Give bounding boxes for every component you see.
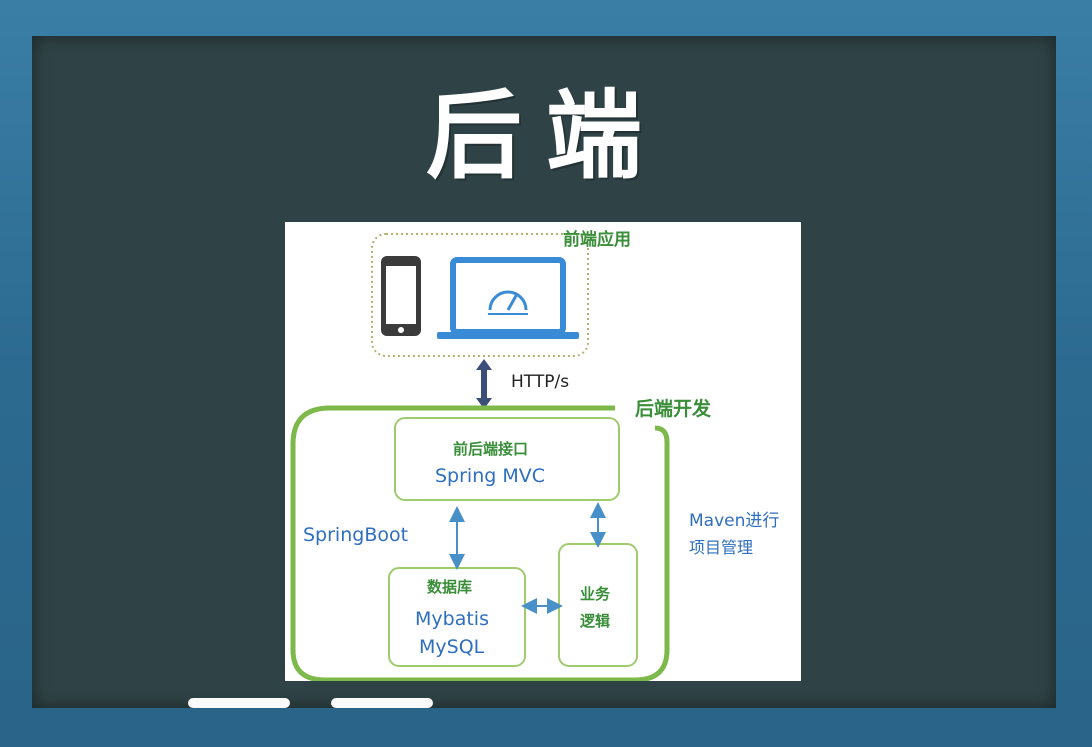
laptop-icon [437,257,579,339]
backend-label: 后端开发 [635,398,712,420]
backend-container [290,405,670,681]
http-arrow [476,359,492,409]
frontend-label: 前端应用 [563,230,631,250]
logic-label-line2: 逻辑 [580,612,611,630]
chalk-stick-right [331,698,433,708]
db-tech-mybatis: Mybatis [415,608,489,630]
page-title: 后端 [426,79,666,192]
protocol-label: HTTP/s [511,372,570,392]
logic-label-line1: 业务 [580,585,611,603]
phone-icon [381,256,421,336]
frontend-app-box [371,233,589,357]
chalk-stick-left [188,698,290,708]
framework-label: SpringBoot [303,524,409,546]
diagram-graphics [290,233,670,681]
maven-label-line2: 项目管理 [689,538,754,557]
maven-label-line1: Maven进行 [689,511,780,531]
db-tech-mysql: MySQL [419,636,485,658]
api-box [394,417,620,501]
architecture-diagram: 前端应用 HTTP/s 后端开发 前后端接口 Spring MVC Spring… [285,222,801,681]
db-title: 数据库 [427,578,473,596]
business-logic-box [558,543,638,667]
api-tech: Spring MVC [435,465,546,487]
api-title: 前后端接口 [453,440,529,458]
